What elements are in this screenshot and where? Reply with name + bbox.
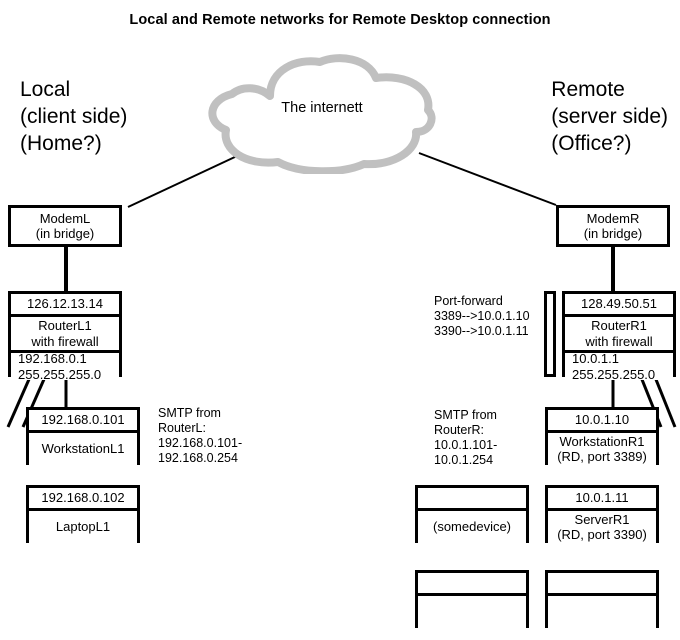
smtp-right-line1: SMTP from: [434, 408, 497, 422]
modem-left-body: ModemL (in bridge): [11, 208, 119, 244]
workstation-right-body: WorkstationR1 (RD, port 3389): [548, 430, 656, 465]
laptop-left-name: LaptopL1: [29, 508, 137, 543]
page-title: Local and Remote networks for Remote Des…: [129, 12, 551, 28]
caption-local-line2: (client side): [20, 105, 128, 128]
cloud-icon: [208, 54, 436, 174]
node-workstation-left[interactable]: 192.168.0.101 WorkstationL1: [26, 407, 140, 465]
server-right-ip: 10.0.1.11: [548, 488, 656, 508]
smtp-left-line2: RouterL:: [158, 421, 206, 435]
router-left-lan-ip: 192.168.0.1: [18, 351, 87, 366]
router-left-body: RouterL1 with firewall: [11, 314, 119, 350]
node-modem-left[interactable]: ModemL (in bridge): [8, 205, 122, 247]
node-empty-right[interactable]: [545, 570, 659, 628]
empty-right-ip: [548, 573, 656, 593]
caption-local-side: Local (client side) (Home?): [20, 76, 127, 157]
laptop-left-ip: 192.168.0.102: [29, 488, 137, 508]
port-forward-line1: Port-forward: [434, 294, 503, 308]
smtp-left-line1: SMTP from: [158, 406, 221, 420]
server-right-name: ServerR1: [574, 511, 630, 527]
caption-local-line3: (Home?): [20, 132, 102, 155]
router-left-netmask: 255.255.255.0: [18, 366, 102, 382]
annotation-smtp-left: SMTP from RouterL: 192.168.0.101- 192.16…: [158, 406, 242, 466]
router-left-feature: with firewall: [31, 333, 99, 349]
empty-left-ip: [418, 573, 526, 593]
firewall-bar-right: [544, 291, 556, 377]
smtp-left-line3: 192.168.0.101-: [158, 436, 243, 450]
annotation-port-forward: Port-forward 3389-->10.0.1.10 3390-->10.…: [434, 294, 530, 339]
router-right-feature: with firewall: [585, 333, 653, 349]
workstation-right-name: WorkstationR1: [559, 433, 645, 449]
smtp-right-line2: RouterR:: [434, 423, 485, 437]
router-left-wan-ip: 126.12.13.14: [11, 294, 119, 314]
router-right-lan-ip: 10.0.1.1: [572, 351, 619, 366]
modem-right-body: ModemR (in bridge): [559, 208, 667, 244]
server-right-detail: (RD, port 3390): [557, 527, 647, 542]
caption-remote-line2: (server side): [551, 105, 668, 128]
workstation-left-name: WorkstationL1: [29, 430, 137, 465]
somedevice-ip: [418, 488, 526, 508]
port-forward-line2: 3389-->10.0.1.10: [434, 309, 530, 323]
router-right-wan-ip: 128.49.50.51: [565, 294, 673, 314]
cloud-label: The internett: [281, 100, 363, 116]
router-right-body: RouterR1 with firewall: [565, 314, 673, 350]
smtp-right-line3: 10.0.1.101-: [434, 438, 498, 452]
modem-left-name: ModemL: [39, 210, 91, 226]
router-right-name: RouterR1: [591, 318, 647, 333]
server-right-body: ServerR1 (RD, port 3390): [548, 508, 656, 543]
node-server-right[interactable]: 10.0.1.11 ServerR1 (RD, port 3390): [545, 485, 659, 543]
node-somedevice[interactable]: (somedevice): [415, 485, 529, 543]
node-modem-right[interactable]: ModemR (in bridge): [556, 205, 670, 247]
node-workstation-right[interactable]: 10.0.1.10 WorkstationR1 (RD, port 3389): [545, 407, 659, 465]
caption-remote-side: Remote (server side) (Office?): [551, 76, 668, 157]
node-router-right[interactable]: 128.49.50.51 RouterR1 with firewall 10.0…: [562, 291, 676, 382]
modem-left-mode: (in bridge): [35, 226, 95, 241]
router-right-netmask: 255.255.255.0: [572, 366, 656, 382]
router-left-lan: 192.168.0.1 255.255.255.0: [11, 350, 119, 382]
node-laptop-left[interactable]: 192.168.0.102 LaptopL1: [26, 485, 140, 543]
empty-right-name: [548, 593, 656, 628]
workstation-left-ip: 192.168.0.101: [29, 410, 137, 430]
internet-cloud: The internett: [196, 52, 448, 174]
router-right-lan: 10.0.1.1 255.255.255.0: [565, 350, 673, 382]
annotation-smtp-right: SMTP from RouterR: 10.0.1.101- 10.0.1.25…: [434, 408, 497, 468]
router-left-name: RouterL1: [38, 318, 92, 333]
modem-right-mode: (in bridge): [583, 226, 643, 241]
workstation-right-detail: (RD, port 3389): [557, 449, 647, 464]
workstation-right-ip: 10.0.1.10: [548, 410, 656, 430]
smtp-left-line4: 192.168.0.254: [158, 451, 238, 465]
modem-right-name: ModemR: [586, 210, 640, 226]
node-empty-left[interactable]: [415, 570, 529, 628]
empty-left-name: [418, 593, 526, 628]
smtp-right-line4: 10.0.1.254: [434, 453, 494, 467]
caption-remote-line1: Remote: [551, 78, 625, 101]
caption-remote-line3: (Office?): [551, 132, 632, 155]
port-forward-line3: 3390-->10.0.1.11: [434, 324, 529, 338]
caption-local-line1: Local: [20, 78, 71, 101]
node-router-left[interactable]: 126.12.13.14 RouterL1 with firewall 192.…: [8, 291, 122, 382]
somedevice-name: (somedevice): [418, 508, 526, 543]
